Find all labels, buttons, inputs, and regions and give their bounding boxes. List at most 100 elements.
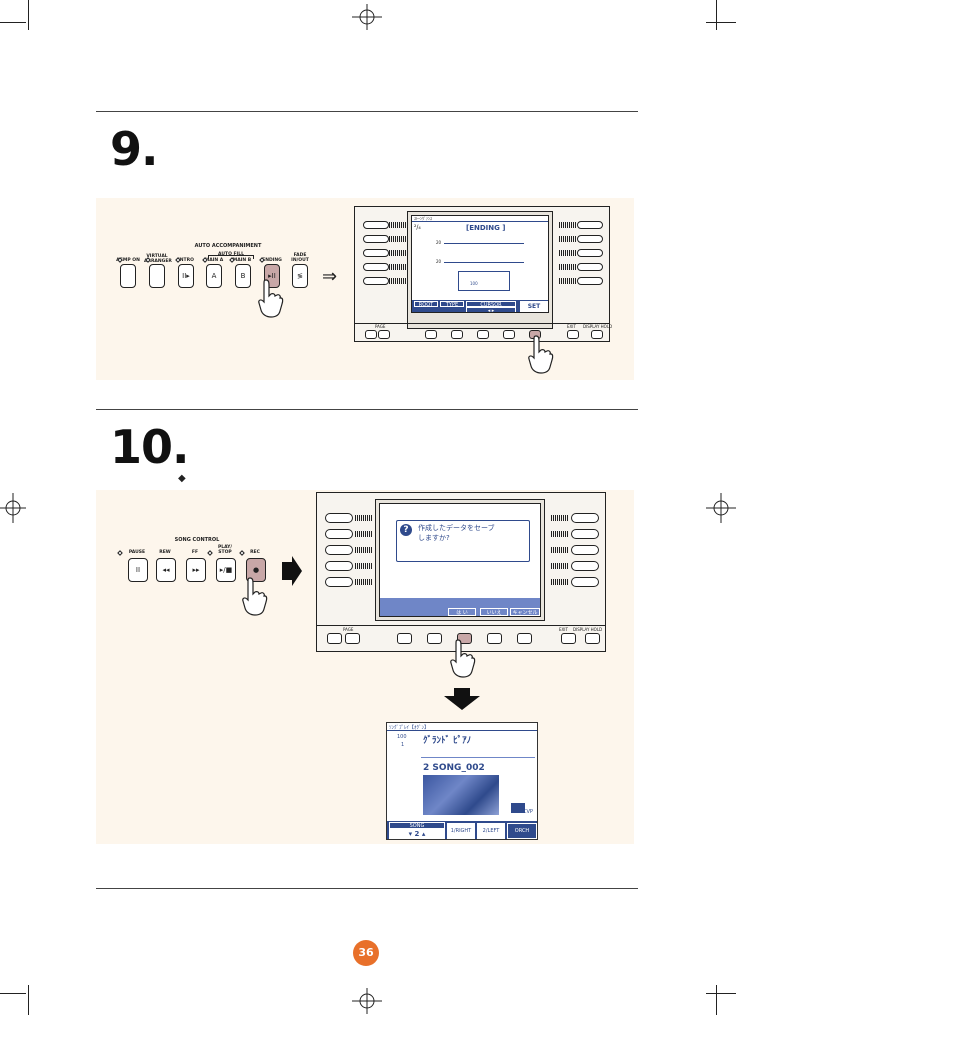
- exit-button[interactable]: [561, 633, 576, 644]
- led-ticks: [355, 563, 373, 569]
- display-hold-button[interactable]: [585, 633, 600, 644]
- rew-button[interactable]: ◂◂: [156, 558, 176, 582]
- dialog-message-line1: 作成したデータをセーブ: [418, 524, 495, 532]
- lcd-button-4[interactable]: [487, 633, 502, 644]
- page-right-button[interactable]: [378, 330, 390, 339]
- ff-label: FF: [191, 550, 199, 555]
- led-ticks: [355, 579, 373, 585]
- fade-label: FADE IN/OUT: [291, 253, 309, 263]
- side-button[interactable]: [363, 221, 389, 229]
- lcd-button-5[interactable]: [517, 633, 532, 644]
- side-button[interactable]: [577, 221, 603, 229]
- led-ticks: [559, 278, 577, 284]
- side-button[interactable]: [363, 249, 389, 257]
- main-b-button[interactable]: B: [235, 264, 251, 288]
- question-icon: ?: [400, 524, 412, 536]
- lcd-button-2[interactable]: [451, 330, 463, 339]
- led-ticks: [559, 250, 577, 256]
- intro-button[interactable]: II▸: [178, 264, 194, 288]
- lcd-button-2[interactable]: [427, 633, 442, 644]
- led-ticks: [551, 547, 569, 553]
- side-button[interactable]: [571, 513, 599, 523]
- pause-button[interactable]: II: [128, 558, 148, 582]
- side-button[interactable]: [571, 561, 599, 571]
- crop-mark: [0, 993, 26, 994]
- acmp-on-button[interactable]: [120, 264, 136, 288]
- led-ticks: [389, 250, 407, 256]
- crop-mark: [706, 22, 736, 23]
- pointing-hand-icon: [450, 639, 476, 678]
- big-arrow-down-icon: [444, 688, 480, 710]
- side-button[interactable]: [571, 529, 599, 539]
- tab-cursor[interactable]: CURSOR: [466, 301, 516, 308]
- keyboard-panel: ｽﾄｰﾝｳﾞｧﾝｽ ²/₄ [ENDING ] 20 20 100 ROOT T…: [354, 206, 612, 342]
- lcd-button-3[interactable]: [457, 633, 472, 644]
- page-right-button[interactable]: [345, 633, 360, 644]
- main-a-button[interactable]: A: [206, 264, 222, 288]
- display-hold-button[interactable]: [591, 330, 603, 339]
- side-button[interactable]: [325, 545, 353, 555]
- arrow-right-icon: ⇒: [322, 266, 338, 287]
- song-header-bar: [387, 723, 537, 731]
- virtual-arranger-label: VIRTUAL ARRANGER: [144, 254, 172, 264]
- tab-type[interactable]: TYPE: [440, 301, 464, 308]
- lcd-button-3[interactable]: [477, 330, 489, 339]
- row2-value: 20: [436, 259, 442, 264]
- side-button[interactable]: [571, 577, 599, 587]
- side-button[interactable]: [571, 545, 599, 555]
- side-button[interactable]: [363, 263, 389, 271]
- main-a-label: MAIN A: [204, 258, 224, 263]
- tempo-value: 100: [470, 281, 478, 286]
- keyboard-panel: ? 作成したデータをセーブ しますか? は い いいえ キャンセル PAGE E…: [316, 492, 606, 652]
- led-ticks: [559, 236, 577, 242]
- save-dialog: [396, 520, 530, 562]
- side-button[interactable]: [577, 235, 603, 243]
- yes-button[interactable]: は い: [448, 608, 476, 616]
- lcd-button-1[interactable]: [397, 633, 412, 644]
- led-ticks: [355, 515, 373, 521]
- led-ticks: [355, 547, 373, 553]
- side-button[interactable]: [363, 235, 389, 243]
- tab-right[interactable]: 1/RIGHT: [447, 823, 475, 839]
- main-b-label: MAIN B: [232, 258, 252, 263]
- side-button[interactable]: [325, 513, 353, 523]
- page-label: PAGE: [375, 324, 386, 329]
- crop-mark: [28, 0, 29, 30]
- tab-root[interactable]: ROOT: [414, 301, 438, 308]
- led-ticks: [551, 515, 569, 521]
- ff-button[interactable]: ▸▸: [186, 558, 206, 582]
- auto-fill-label: AUTO FILL: [218, 252, 244, 257]
- page-left-button[interactable]: [327, 633, 342, 644]
- side-button[interactable]: [363, 277, 389, 285]
- fade-in-out-button[interactable]: ≶: [292, 264, 308, 288]
- song-number-selector[interactable]: ▾ 2 ▴: [389, 829, 445, 839]
- song-label[interactable]: SONG: [389, 822, 445, 829]
- song-measure: 1: [401, 742, 405, 748]
- pointing-hand-icon: [528, 335, 554, 374]
- step-number-9: 9.: [110, 122, 158, 176]
- lcd-button-1[interactable]: [425, 330, 437, 339]
- side-button[interactable]: [577, 263, 603, 271]
- no-button[interactable]: いいえ: [480, 608, 508, 616]
- page-left-button[interactable]: [365, 330, 377, 339]
- tab-orch[interactable]: ORCH: [507, 823, 537, 839]
- virtual-arranger-button[interactable]: [149, 264, 165, 288]
- led-ticks: [389, 236, 407, 242]
- side-button[interactable]: [577, 277, 603, 285]
- row2-track: [444, 262, 524, 263]
- lcd-button-4[interactable]: [503, 330, 515, 339]
- registration-mark-top: [352, 4, 382, 30]
- rec-button[interactable]: ●: [246, 558, 266, 582]
- cursor-arrows[interactable]: ◂ ▸: [466, 307, 516, 312]
- side-button[interactable]: [325, 561, 353, 571]
- side-button[interactable]: [577, 249, 603, 257]
- tab-set[interactable]: SET: [520, 301, 548, 312]
- tab-left[interactable]: 2/LEFT: [477, 823, 505, 839]
- side-button[interactable]: [325, 529, 353, 539]
- exit-button[interactable]: [567, 330, 579, 339]
- cvp-logo-icon: [511, 803, 525, 813]
- divider: [96, 409, 638, 410]
- cancel-button[interactable]: キャンセル: [510, 608, 540, 616]
- side-button[interactable]: [325, 577, 353, 587]
- play-stop-button[interactable]: ▸/■: [216, 558, 236, 582]
